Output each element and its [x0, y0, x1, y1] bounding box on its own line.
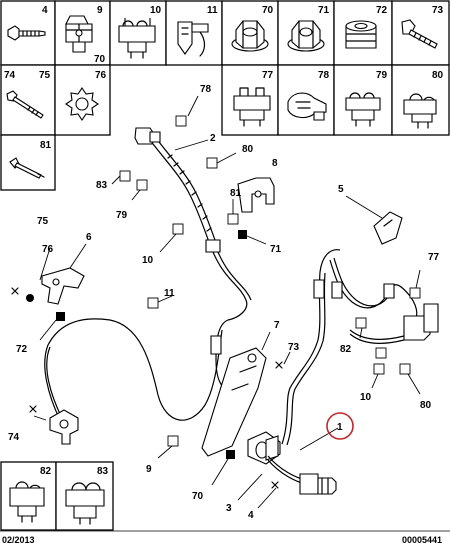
callout[interactable]: 73: [288, 342, 300, 353]
grid-num: 72: [376, 5, 388, 16]
callout[interactable]: 80: [420, 400, 432, 411]
double-clip-icon: [345, 92, 381, 127]
callout[interactable]: 71: [270, 244, 282, 255]
screw-marker-icon: [275, 361, 283, 369]
catalog-grid: 4 9 70 10 11 70 71 72 73 74 75 76 77 78 …: [0, 0, 450, 531]
screw-marker-icon: [271, 481, 279, 489]
callout[interactable]: 2: [210, 133, 216, 144]
highlight-circle: [326, 412, 354, 440]
callout[interactable]: 8: [272, 158, 278, 169]
grid-num: 76: [95, 70, 107, 81]
callout[interactable]: 7: [274, 320, 280, 331]
callout[interactable]: 82: [340, 344, 352, 355]
callout[interactable]: 77: [428, 252, 440, 263]
callout[interactable]: 1: [337, 422, 343, 433]
grid-num: 81: [40, 140, 52, 151]
retainer-clip-icon: [233, 87, 271, 127]
callout[interactable]: 78: [200, 84, 212, 95]
callout[interactable]: 9: [146, 464, 152, 475]
brake-hose[interactable]: [149, 139, 213, 251]
grid-num: 79: [376, 70, 388, 81]
footer-date: 02/2013: [2, 535, 35, 545]
push-clip-icon: [287, 92, 327, 121]
screw-icon: [7, 25, 46, 41]
brake-pipe[interactable]: [212, 251, 248, 393]
pipe-union-4[interactable]: [299, 473, 319, 495]
grid-cell-73[interactable]: [391, 0, 450, 66]
grid-num: 71: [318, 5, 330, 16]
callout[interactable]: 75: [37, 216, 49, 227]
callout[interactable]: 74: [8, 432, 20, 443]
callout[interactable]: 10: [142, 255, 154, 266]
callout[interactable]: 72: [16, 344, 28, 355]
callout[interactable]: 5: [338, 184, 344, 195]
grid-num: 75: [39, 70, 51, 81]
callout[interactable]: 83: [96, 180, 108, 191]
bracket-6[interactable]: [41, 267, 85, 305]
bracket-8[interactable]: [237, 177, 275, 213]
clip-icon: [9, 481, 45, 523]
grid-num: 9: [97, 5, 103, 16]
sensor-cable[interactable]: [44, 318, 223, 421]
bolt-icon: [6, 90, 44, 119]
nut-marker-icon: [26, 294, 34, 302]
screw-icon: [401, 19, 438, 49]
flange-nut-icon: [231, 20, 269, 52]
callout[interactable]: 81: [230, 188, 242, 199]
grid-num: 83: [97, 466, 109, 477]
grid-num: 82: [40, 466, 52, 477]
hose-fitting[interactable]: [134, 127, 155, 145]
flange-nut-icon: [287, 20, 325, 52]
screw-marker-icon: [29, 405, 37, 413]
callout[interactable]: 6: [86, 232, 92, 243]
pipe-clip-icon: [403, 93, 437, 129]
connector-5[interactable]: [373, 211, 403, 245]
grid-num: 11: [207, 5, 218, 16]
grid-num: 70: [94, 54, 106, 65]
callout-leaders: [33, 95, 421, 509]
cage-nut-icon: [345, 20, 377, 49]
grid-num: 4: [42, 5, 48, 16]
rivet-icon: [9, 157, 45, 179]
callout-numbers: 78 2 80 8 83 81 79 71 10 5 75 6 76 77 11…: [8, 84, 440, 521]
callout[interactable]: 79: [116, 210, 128, 221]
clip-icon: [65, 482, 105, 525]
main-assembly: [11, 127, 439, 495]
grid-num: 10: [150, 5, 162, 16]
grid-num: 78: [318, 70, 330, 81]
grid-num: 73: [432, 5, 444, 16]
grid-num: 80: [432, 70, 444, 81]
grid-num: 77: [262, 70, 274, 81]
grid-cell-80[interactable]: [391, 64, 450, 136]
callout[interactable]: 3: [226, 503, 232, 514]
lock-washer-icon: [65, 87, 99, 121]
grid-num: 70: [262, 5, 274, 16]
callout[interactable]: 4: [248, 510, 254, 521]
clip-icon: [65, 15, 93, 53]
bracket-plate-7[interactable]: [201, 347, 267, 457]
callout[interactable]: 70: [192, 491, 204, 502]
brake-pipe-1[interactable]: [281, 249, 341, 445]
callout[interactable]: 10: [360, 392, 372, 403]
pipe-clip-icon: [118, 18, 156, 59]
grid-num: 74: [4, 70, 16, 81]
callout[interactable]: 76: [42, 244, 54, 255]
callout[interactable]: 80: [242, 144, 254, 155]
hose-clamp-icon: [177, 21, 209, 57]
callout[interactable]: 11: [164, 288, 175, 299]
footer-reference: 00005441: [402, 535, 442, 545]
screw-marker-icon: [11, 287, 19, 295]
